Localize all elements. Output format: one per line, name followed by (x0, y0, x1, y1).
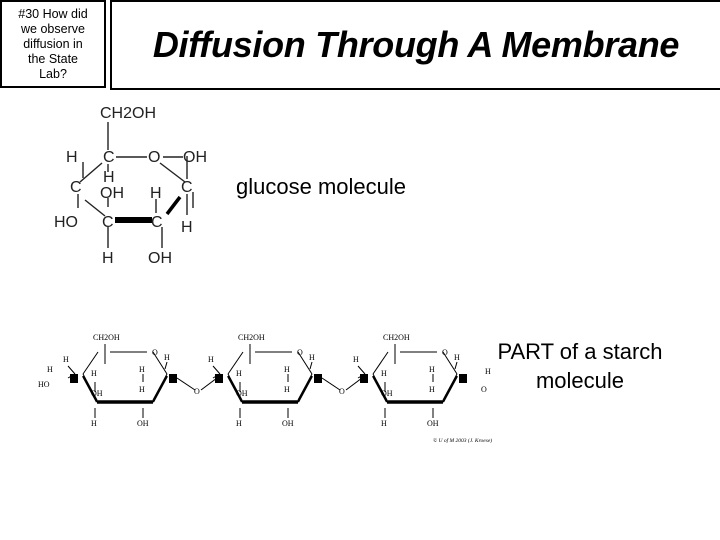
starch-h-inner-right: H (284, 365, 290, 374)
slide-title: Diffusion Through A Membrane (152, 24, 680, 65)
starch-end-h: H (485, 367, 491, 376)
starch-ch2oh: CH2OH (93, 333, 120, 342)
carbon-number-box (169, 374, 177, 383)
question-box: #30 How did we observe diffusion in the … (0, 0, 106, 88)
glucose-bonds (77, 122, 194, 248)
carbon-number-box (459, 374, 467, 383)
glucose-oh-bottom: OH (148, 250, 172, 267)
carbon-number-right: 1 (461, 374, 465, 383)
starch-end-o: O (481, 385, 487, 394)
glucose-structure: CH2OH O OH H C H C C OH H HO C C H H OH (54, 105, 207, 267)
starch-left-ho: HO (38, 380, 50, 389)
glycosidic-bridge-o: O (339, 387, 345, 396)
starch-h-bot: H (236, 419, 242, 428)
starch-h-bot: H (381, 419, 387, 428)
starch-copyright: © U of M 2003 (J. Kroese) (433, 437, 492, 444)
starch-h-right: H (309, 353, 315, 362)
carbon-number-right: 1 (171, 374, 175, 383)
glucose-ring-o: O (148, 149, 160, 166)
starch-ch2oh: CH2OH (383, 333, 410, 342)
starch-oh-bot: OH (137, 419, 149, 428)
glucose-bold-bonds (115, 195, 182, 223)
starch-ring-o: O (297, 348, 303, 357)
carbon-number-box (215, 374, 223, 383)
starch-oh-mid: OH (381, 389, 393, 398)
starch-h-mid: H (139, 385, 145, 394)
starch-h-right: H (454, 353, 460, 362)
starch-oh-bot: OH (282, 419, 294, 428)
glucose-c2: C (151, 214, 163, 231)
glucose-h-c5: H (103, 169, 115, 186)
starch-h-right: H (164, 353, 170, 362)
starch-h-inner-left: H (381, 369, 387, 378)
starch-oh-mid: OH (91, 389, 103, 398)
glucose-oh-inner: OH (100, 185, 124, 202)
starch-oh-mid: OH (236, 389, 248, 398)
glucose-h-c2: H (181, 219, 193, 236)
starch-h-inner-right: H (429, 365, 435, 374)
starch-h-inner-left: H (236, 369, 242, 378)
glucose-ch2oh: CH2OH (100, 105, 156, 122)
carbon-number-left: 4 (362, 374, 366, 383)
carbon-number-left: 4 (217, 374, 221, 383)
glucose-h-inner: H (150, 185, 162, 202)
starch-h-left: H (353, 355, 359, 364)
glucose-c4: C (70, 179, 82, 196)
starch-h-inner-right: H (139, 365, 145, 374)
starch-h-mid: H (429, 385, 435, 394)
starch-h-mid: H (284, 385, 290, 394)
glucose-oh-top-right: OH (183, 149, 207, 166)
starch-caption: PART of a starch molecule (497, 339, 663, 393)
starch-h-left: H (63, 355, 69, 364)
glycosidic-bridge-o: O (194, 387, 200, 396)
glucose-c3: C (102, 214, 114, 231)
glucose-caption: glucose molecule (236, 174, 406, 199)
carbon-number-box (70, 374, 78, 383)
glucose-h-top-left: H (66, 149, 78, 166)
starch-ch2oh: CH2OH (238, 333, 265, 342)
question-text: #30 How did we observe diffusion in the … (18, 6, 88, 81)
carbon-number-left: 4 (72, 374, 76, 383)
starch-ring-o: O (152, 348, 158, 357)
title-box: Diffusion Through A Membrane (110, 0, 720, 90)
glucose-c5: C (103, 149, 115, 166)
starch-oh-bot: OH (427, 419, 439, 428)
starch-left-h: H (47, 365, 53, 374)
starch-h-left: H (208, 355, 214, 364)
glucose-ho-left: HO (54, 214, 78, 231)
glucose-c1: C (181, 179, 193, 196)
glucose-h-bottom: H (102, 250, 114, 267)
carbon-number-box (314, 374, 322, 383)
starch-h-bot: H (91, 419, 97, 428)
starch-ring-o: O (442, 348, 448, 357)
carbon-number-box (360, 374, 368, 383)
starch-h-inner-left: H (91, 369, 97, 378)
carbon-number-right: 1 (316, 374, 320, 383)
